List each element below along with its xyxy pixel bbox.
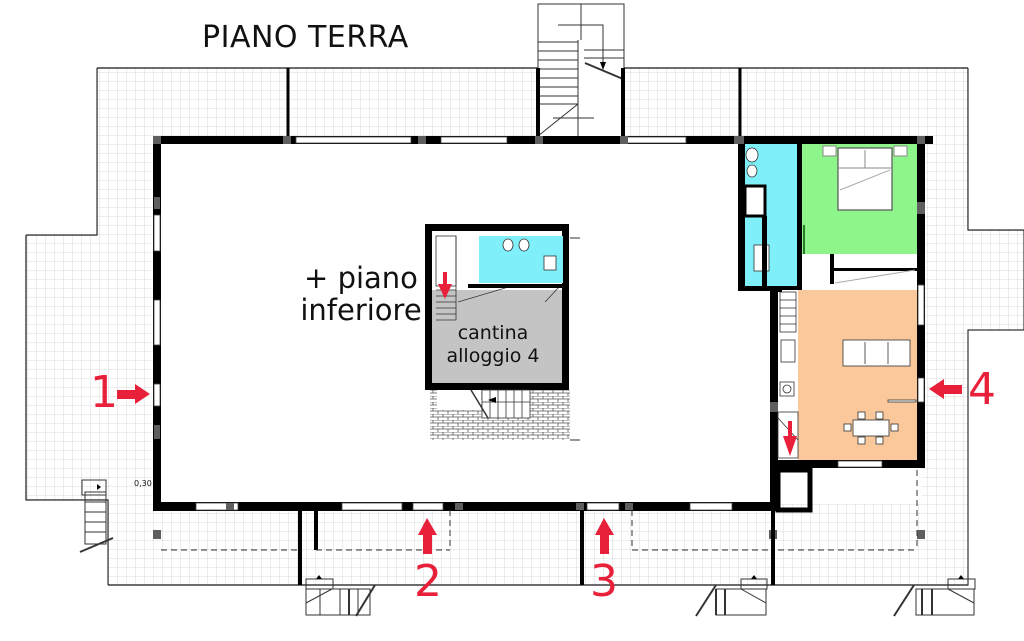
- windows: [153, 136, 925, 511]
- entrance-number-1: 1: [90, 367, 118, 418]
- entrance-arrow-3: [595, 518, 614, 554]
- bottom-stairs: [79, 479, 976, 617]
- cellar-block: [425, 224, 580, 441]
- stair-arrow-icon: [97, 484, 964, 579]
- entrance-number-4: 4: [968, 364, 996, 415]
- apartment-4: [743, 144, 917, 460]
- stair-arrow-icon: [783, 421, 797, 456]
- top-stairs: [536, 3, 625, 139]
- lower-floor-label-line1: + piano: [304, 261, 418, 295]
- entrance-number-3: 3: [590, 556, 618, 607]
- page-title: PIANO TERRA: [202, 20, 409, 55]
- cellar-label-line1: cantina: [457, 322, 529, 344]
- stair-arrow-icon: [600, 62, 606, 70]
- stair-arrow-icon: [438, 272, 452, 299]
- entrance-number-2: 2: [414, 556, 442, 607]
- lower-floor-label: + piano inferiore: [300, 262, 422, 326]
- lower-floor-label-line2: inferiore: [300, 293, 422, 327]
- dimension-label: 0,30: [134, 479, 152, 488]
- entrance-arrow-2: [418, 518, 437, 554]
- bottom-terraces: [161, 467, 918, 585]
- entrance-arrow-1: [117, 384, 150, 404]
- entrance-arrow-4: [929, 379, 962, 399]
- cellar-label: cantina alloggio 4: [432, 322, 554, 368]
- cellar-room: [432, 290, 562, 383]
- cellar-label-line2: alloggio 4: [446, 345, 540, 367]
- columns: [153, 136, 925, 539]
